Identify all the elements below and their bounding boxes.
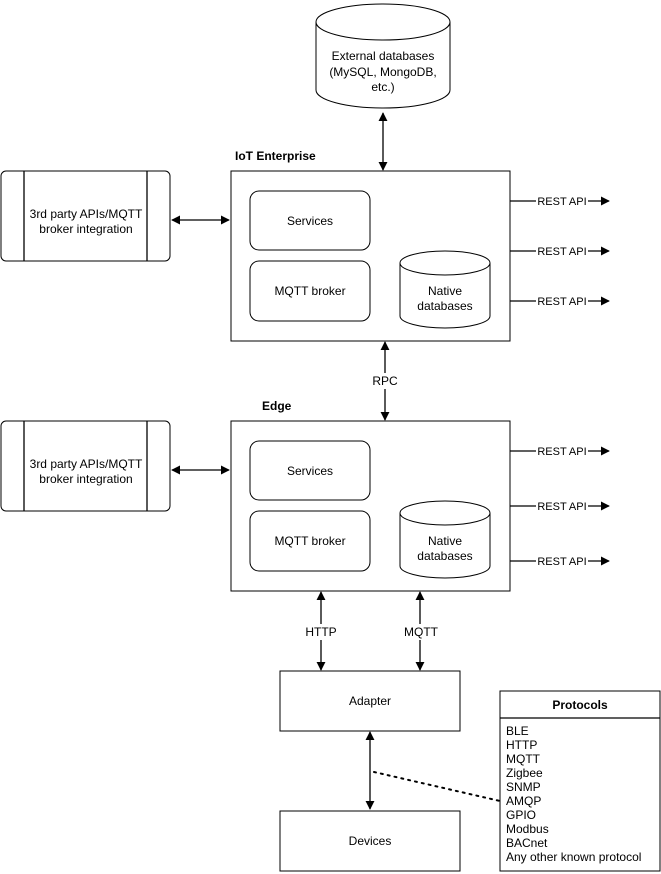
protocols-title: Protocols bbox=[552, 698, 608, 712]
edge-native-db-cylinder: Native databases bbox=[399, 500, 491, 579]
protocol-item: MQTT bbox=[506, 752, 541, 766]
enterprise-rest-api-label-2: REST API bbox=[537, 246, 586, 258]
edge-native-db-line-2: databases bbox=[417, 549, 472, 563]
edge-title: Edge bbox=[262, 399, 292, 413]
external-db-line-2: (MySQL, MongoDB, bbox=[329, 65, 436, 79]
external-db-line-3: etc.) bbox=[371, 80, 394, 94]
edge-native-db-line-1: Native bbox=[428, 534, 462, 548]
protocols-box: Protocols BLE HTTP MQTT Zigbee SNMP AMQP… bbox=[499, 690, 661, 872]
enterprise-services-label: Services bbox=[287, 214, 333, 228]
external-db-line-1: External databases bbox=[332, 49, 435, 63]
edge-rest-api-label-1: REST API bbox=[537, 446, 586, 458]
protocol-item: SNMP bbox=[506, 780, 541, 794]
edge-services-label: Services bbox=[287, 464, 333, 478]
edge-rest-api-label-2: REST API bbox=[537, 501, 586, 513]
protocol-item: Any other known protocol bbox=[506, 850, 641, 864]
enterprise-mqtt-broker-box bbox=[249, 260, 371, 322]
edge-mqtt-broker-label: MQTT broker bbox=[274, 534, 345, 548]
enterprise-rest-api-label-1: REST API bbox=[537, 196, 586, 208]
protocol-item: Zigbee bbox=[506, 766, 543, 780]
third-party-integration-top: 3rd party APIs/MQTT broker integration bbox=[0, 170, 171, 262]
third-party-integration-bottom: 3rd party APIs/MQTT broker integration bbox=[0, 420, 171, 512]
third-party-bottom-line-1: 3rd party APIs/MQTT bbox=[30, 457, 143, 471]
protocol-item: AMQP bbox=[506, 794, 541, 808]
enterprise-native-db-cylinder: Native databases bbox=[399, 250, 491, 329]
enterprise-native-db-line-1: Native bbox=[428, 284, 462, 298]
http-label: HTTP bbox=[305, 625, 336, 639]
edge-rest-api-label-3: REST API bbox=[537, 556, 586, 568]
external-databases-cylinder: External databases (MySQL, MongoDB, etc.… bbox=[315, 3, 451, 109]
protocols-dotted-link bbox=[373, 771, 501, 802]
third-party-top-line-2: broker integration bbox=[39, 222, 132, 236]
devices-box bbox=[279, 810, 461, 872]
enterprise-services-box bbox=[249, 190, 371, 251]
edge-mqtt-broker-box bbox=[249, 510, 371, 572]
enterprise-native-db-line-2: databases bbox=[417, 299, 472, 313]
enterprise-mqtt-broker-label: MQTT broker bbox=[274, 284, 345, 298]
enterprise-title: IoT Enterprise bbox=[235, 149, 316, 163]
protocol-item: BLE bbox=[506, 724, 529, 738]
protocol-item: HTTP bbox=[506, 738, 537, 752]
protocol-item: GPIO bbox=[506, 808, 536, 822]
edge-services-box bbox=[249, 440, 371, 501]
adapter-label: Adapter bbox=[349, 694, 391, 708]
third-party-top-line-1: 3rd party APIs/MQTT bbox=[30, 207, 143, 221]
adapter-box bbox=[279, 670, 461, 732]
protocol-item: BACnet bbox=[506, 836, 548, 850]
enterprise-rest-api-label-3: REST API bbox=[537, 296, 586, 308]
devices-label: Devices bbox=[349, 834, 392, 848]
third-party-bottom-line-2: broker integration bbox=[39, 472, 132, 486]
protocol-item: Modbus bbox=[506, 822, 549, 836]
mqtt-label: MQTT bbox=[404, 625, 439, 639]
rpc-label: RPC bbox=[372, 374, 398, 388]
